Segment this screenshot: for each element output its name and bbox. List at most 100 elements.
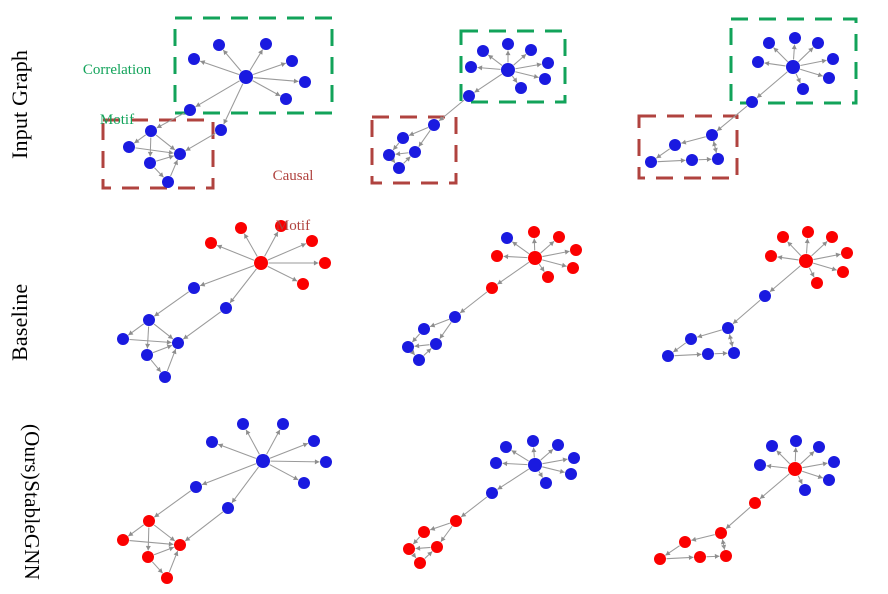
graph-node (239, 70, 253, 84)
graph-node (553, 231, 565, 243)
graph-node (320, 456, 332, 468)
graph-node (450, 515, 462, 527)
graph-edge (270, 460, 320, 463)
graph-edge-arrowhead (171, 349, 177, 355)
graph-node (159, 371, 171, 383)
graph-node (722, 322, 734, 334)
correlation-motif-caption-line2: Motif (99, 111, 135, 128)
graph-panel-input-graph-col1 (101, 16, 334, 190)
motif-box-causal (637, 114, 739, 180)
graph-edge-arrowhead (520, 54, 527, 60)
motif-box-causal (370, 115, 458, 185)
graph-edge (129, 338, 172, 344)
graph-node (418, 526, 430, 538)
graph-edge-arrowhead (408, 131, 415, 137)
graph-node (235, 222, 247, 234)
graph-edge (813, 253, 841, 261)
graph-edge-arrowhead (156, 123, 162, 128)
graph-edge-arrowhead (673, 347, 679, 353)
graph-edge (185, 132, 216, 152)
graph-node (449, 311, 461, 323)
graph-edge-arrowhead (195, 102, 201, 107)
graph-edge (222, 49, 242, 72)
graph-edge (153, 490, 192, 518)
graph-edge (542, 250, 570, 258)
graph-node (528, 226, 540, 238)
graph-edge-arrowhead (430, 322, 436, 328)
graph-node (528, 251, 542, 265)
graph-edge-arrowhead (231, 497, 237, 503)
graph-edge-arrowhead (273, 231, 278, 237)
graph-node (754, 459, 766, 471)
graph-edge-arrowhead (415, 545, 421, 551)
graph-edge-arrowhead (564, 249, 570, 255)
graph-edge-arrowhead (512, 77, 518, 83)
graph-node (799, 254, 813, 268)
graph-edge-arrowhead (538, 472, 543, 478)
graph-edge-arrowhead (157, 568, 163, 574)
graph-edge-arrowhead (418, 141, 424, 147)
graph-node (383, 149, 395, 161)
graph-edge-arrowhead (791, 44, 797, 50)
graph-node (802, 226, 814, 238)
graph-node (542, 57, 554, 69)
graph-node (430, 338, 442, 350)
graph-edge (201, 463, 257, 486)
motif-box-correlation (173, 16, 334, 115)
graph-edge-arrowhead (395, 151, 401, 157)
graph-node (790, 435, 802, 447)
graph-edge-arrowhead (488, 54, 494, 60)
graph-edge (460, 496, 488, 518)
graph-edge (267, 243, 307, 261)
graph-node (431, 541, 443, 553)
graph-edge-arrowhead (302, 442, 308, 448)
graph-node (552, 439, 564, 451)
graph-node (789, 32, 801, 44)
graph-node (685, 333, 697, 345)
graph-edge-arrowhead (246, 429, 251, 435)
graph-edge-arrowhead (426, 348, 432, 354)
graph-node (403, 543, 415, 555)
causal-motif-caption-line1: Causal (272, 167, 314, 184)
graph-panel-baseline-col1 (117, 220, 331, 383)
graph-node (297, 278, 309, 290)
graph-edge-arrowhead (656, 153, 662, 159)
graph-node (679, 536, 691, 548)
graph-edge-arrowhead (134, 138, 140, 144)
graph-edge-arrowhead (796, 77, 801, 84)
graph-edge-arrowhead (706, 156, 712, 162)
graph-edge (759, 473, 790, 500)
graph-node (143, 314, 155, 326)
graph-edge-arrowhead (539, 266, 545, 272)
graph-edge-arrowhead (808, 47, 814, 53)
graph-edge-arrowhead (169, 536, 175, 542)
graph-edge-arrowhead (474, 87, 480, 93)
graph-edge-arrowhead (439, 115, 445, 121)
graph-edge-arrowhead (217, 244, 223, 250)
graph-edge (253, 77, 299, 82)
graph-node (162, 176, 174, 188)
graph-edge-arrowhead (681, 139, 687, 145)
graph-edge-arrowhead (804, 238, 810, 244)
graph-edge (716, 105, 748, 132)
graph-edge-arrowhead (787, 241, 793, 247)
graph-node (205, 237, 217, 249)
graph-node (765, 250, 777, 262)
graph-edge-arrowhead (821, 58, 827, 64)
graph-panel-input-graph-col3 (637, 17, 858, 180)
graph-node (213, 39, 225, 51)
graph-edge (153, 291, 190, 317)
graph-node (206, 436, 218, 448)
graph-edge-arrowhead (831, 266, 837, 272)
graph-edge (223, 83, 244, 125)
graph-edge-arrowhead (766, 463, 772, 469)
graph-edge-arrowhead (732, 318, 739, 324)
graph-edge-arrowhead (549, 241, 555, 247)
graph-node (188, 282, 200, 294)
graph-node (143, 515, 155, 527)
graph-node (565, 468, 577, 480)
graph-edge-arrowhead (223, 118, 228, 125)
graph-node (117, 333, 129, 345)
graph-edge-arrowhead (440, 536, 446, 542)
graph-edge-arrowhead (275, 91, 281, 96)
